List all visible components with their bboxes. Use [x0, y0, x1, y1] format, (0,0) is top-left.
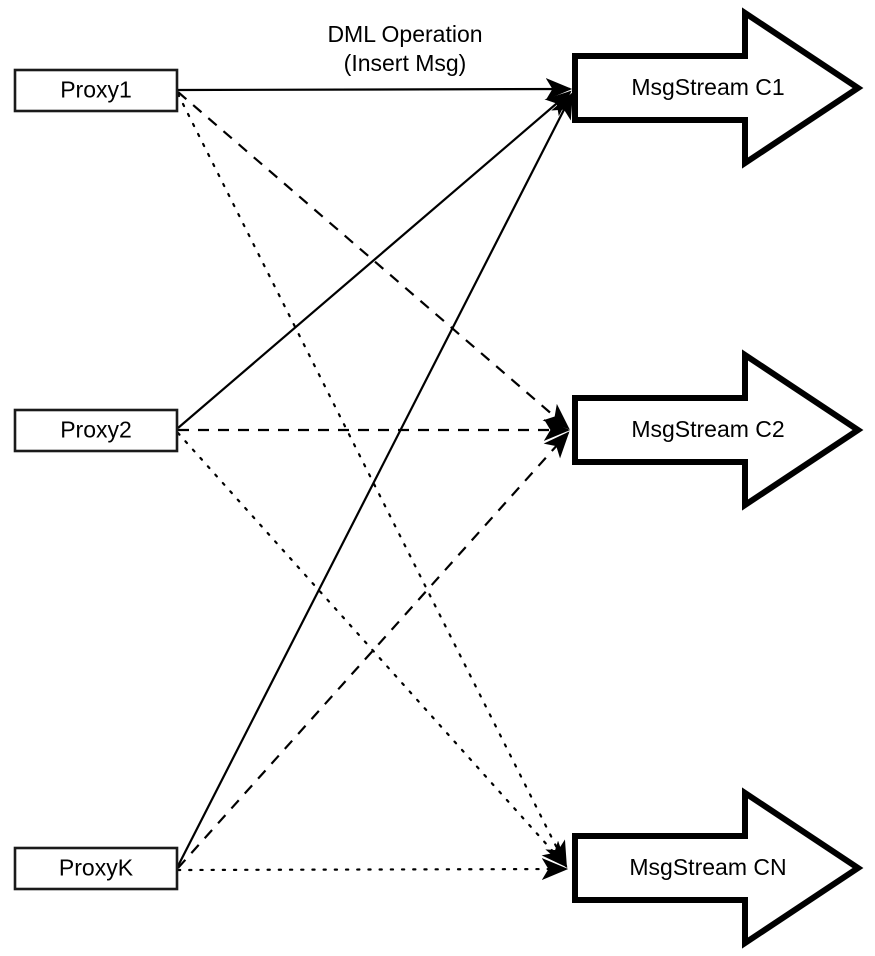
msgstream-label-cn: MsgStream CN	[629, 854, 786, 880]
link-proxyk-cn	[176, 858, 569, 881]
link-proxy1-c1	[177, 78, 573, 101]
dml-operation-label-line2: (Insert Msg)	[344, 50, 467, 76]
proxy-box-proxy2	[13, 408, 179, 453]
edge-annotation-group: DML Operation (Insert Msg)	[327, 21, 482, 76]
proxy-node-proxyk[interactable]: ProxyK	[13, 846, 179, 891]
link-proxy1-cn	[176, 92, 568, 868]
streams-layer: MsgStream C1 MsgStream C2 MsgStream CN	[572, 7, 864, 949]
proxy-label-proxy2: Proxy2	[60, 417, 132, 443]
proxy-box-proxyk	[13, 846, 179, 891]
block-arrow-icon-cn	[572, 787, 864, 949]
proxy-node-proxy1[interactable]: Proxy1	[13, 68, 179, 113]
msgstream-node-c2[interactable]: MsgStream C2	[572, 349, 864, 511]
links-layer	[176, 78, 574, 881]
msgstream-node-cn[interactable]: MsgStream CN	[572, 787, 864, 949]
dml-operation-label-line1: DML Operation	[327, 21, 482, 47]
proxy-node-proxy2[interactable]: Proxy2	[13, 408, 179, 453]
block-arrow-icon-c2	[572, 349, 864, 511]
msgstream-node-c1[interactable]: MsgStream C1	[572, 7, 864, 169]
link-proxy2-cn	[176, 431, 568, 868]
proxy-label-proxy1: Proxy1	[60, 77, 132, 103]
proxy-box-proxy1	[13, 68, 179, 113]
block-arrow-icon-c1	[572, 7, 864, 169]
link-proxy2-c1	[177, 90, 572, 429]
proxy-label-proxyk: ProxyK	[59, 855, 134, 881]
link-proxyk-c1	[177, 92, 574, 867]
msgstream-label-c2: MsgStream C2	[631, 416, 784, 442]
msgstream-label-c1: MsgStream C1	[631, 74, 784, 100]
link-proxyk-c2	[177, 431, 570, 869]
link-proxy1-c2	[177, 91, 570, 430]
